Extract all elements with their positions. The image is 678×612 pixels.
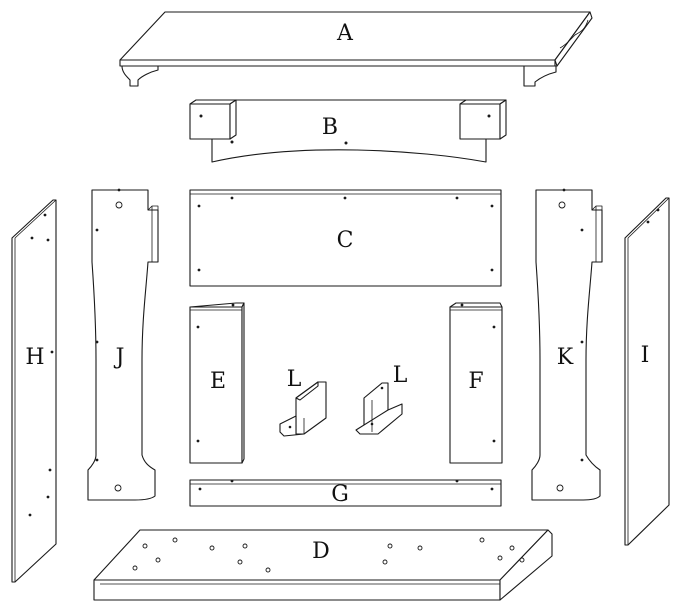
part-j-left-column: J [87,188,159,501]
part-k-right-column: K [531,188,603,501]
part-d-label: D [312,539,330,564]
part-l-bracket-1: L [279,367,327,437]
part-l-label-2: L [393,363,408,388]
part-e-label: E [210,369,226,394]
part-g-bottom-rail: G [189,479,502,507]
part-l-bracket-2: L [355,363,408,435]
part-i-label: I [641,343,650,368]
part-e-left-inner-panel: E [189,302,245,464]
part-f-label: F [468,369,483,394]
part-h-left-side-board: H [11,199,57,583]
part-a-label: A [336,21,354,46]
part-f-right-inner-panel: F [449,302,503,464]
part-k-label: K [557,345,574,370]
part-i-right-side-board: I [624,197,670,546]
part-c-center-panel: C [189,189,502,287]
part-a-mantel-shelf: A [119,11,593,87]
part-l-label-1: L [287,367,302,392]
part-d-base-platform: D [93,529,553,601]
part-h-label: H [25,345,44,370]
part-c-label: C [337,228,354,253]
part-j-label: J [114,345,125,370]
part-g-label: G [331,482,349,507]
part-b-header-panel: B [189,99,507,163]
part-b-label: B [322,115,338,140]
